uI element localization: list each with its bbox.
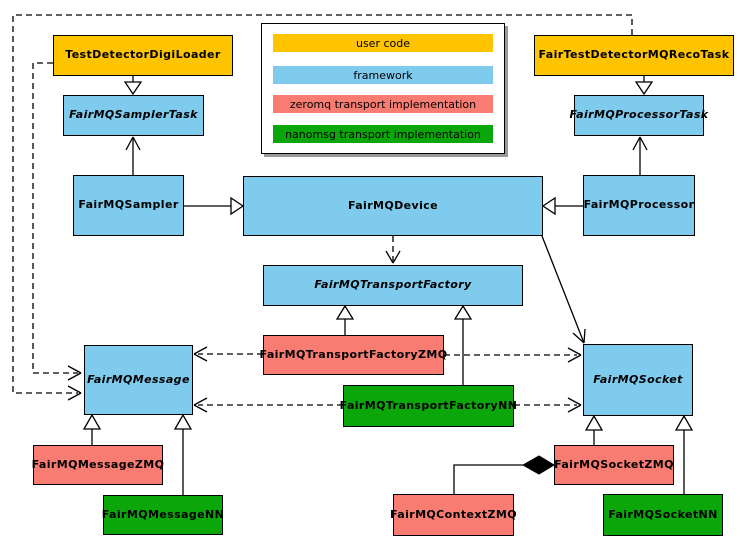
legend-label: zeromq transport implementation — [289, 97, 477, 111]
node-label: FairMQProcessorTask — [569, 108, 709, 122]
edge-inherit-messagezmq-message — [82, 413, 102, 445]
node-fairmqsocketzmq: FairMQSocketZMQ — [554, 445, 674, 485]
node-label: FairMQTransportFactoryZMQ — [259, 347, 448, 361]
node-fairmqdevice: FairMQDevice — [243, 176, 543, 236]
edge-inherit-messagenn-message — [173, 413, 193, 495]
edge-assoc-processor-processortask — [632, 136, 648, 175]
edge-dep-factoryzmq-message — [193, 346, 263, 362]
node-fairmqmessagenn: FairMQMessageNN — [101, 495, 225, 535]
node-label: FairMQTransportFactoryNN — [339, 398, 518, 412]
node-label: FairMQProcessor — [583, 198, 695, 212]
edge-inherit-processor-device — [541, 196, 583, 216]
node-label: FairMQMessageNN — [101, 507, 225, 521]
node-label: FairMQSocketNN — [608, 507, 718, 521]
node-fairtestdetectormqrecotask: FairTestDetectorMQRecoTask — [534, 35, 734, 76]
node-fairmqprocessortask: FairMQProcessorTask — [570, 95, 708, 136]
node-fairmqtransportfactorynn: FairMQTransportFactoryNN — [340, 385, 517, 427]
node-fairmqsocketnn: FairMQSocketNN — [603, 494, 723, 536]
node-fairmqtransportfactory: FairMQTransportFactory — [263, 265, 523, 306]
edge-dep-device-factory — [385, 236, 401, 264]
node-label: FairMQSocketZMQ — [554, 457, 674, 471]
edge-inherit-factoryzmq-factory — [335, 304, 355, 335]
legend-item-user-code: user code — [273, 34, 493, 52]
node-label: FairMQSampler — [78, 198, 179, 212]
node-label: FairMQMessageZMQ — [31, 457, 165, 471]
edge-inherit-factorynn-factory — [453, 304, 473, 385]
node-fairmqcontextzmq: FairMQContextZMQ — [390, 494, 517, 536]
edge-comp-contextzmq-socketzmq — [453, 455, 555, 494]
node-label: FairMQDevice — [347, 198, 439, 212]
node-fairmqtransportfactoryzmq: FairMQTransportFactoryZMQ — [260, 335, 447, 375]
node-fairmqsamplertask: FairMQSamplerTask — [63, 95, 204, 136]
edge-inherit-sampler-device — [184, 196, 245, 216]
node-fairmqmessagezmq: FairMQMessageZMQ — [31, 445, 165, 485]
node-label: FairMQTransportFactory — [314, 278, 472, 292]
node-label: FairMQContextZMQ — [390, 507, 517, 521]
node-fairmqmessage: FairMQMessage — [84, 345, 193, 415]
node-fairmqprocessor: FairMQProcessor — [583, 175, 695, 236]
edge-inherit-socketzmq-socket — [584, 414, 604, 445]
edge-inherit-recotask-processortask — [634, 76, 654, 96]
edge-dep-factorynn-message — [193, 397, 343, 413]
edge-dep-factoryzmq-socket — [444, 347, 582, 363]
legend-item-framework: framework — [273, 66, 493, 84]
node-testdetectordigiloader: TestDetectorDigiLoader — [53, 35, 233, 76]
node-label: TestDetectorDigiLoader — [65, 48, 221, 62]
legend-label: nanomsg transport implementation — [285, 127, 481, 141]
node-fairmqsocket: FairMQSocket — [583, 344, 693, 416]
legend-label: framework — [353, 68, 413, 82]
legend-item-nanomsg: nanomsg transport implementation — [273, 125, 493, 143]
node-fairmqsampler: FairMQSampler — [73, 175, 184, 236]
legend: user code framework zeromq transport imp… — [261, 23, 505, 154]
legend-item-zeromq: zeromq transport implementation — [273, 95, 493, 113]
node-label: FairMQMessage — [87, 372, 190, 386]
node-label: FairMQSamplerTask — [69, 108, 198, 122]
node-label: FairMQSocket — [593, 372, 683, 386]
node-label: FairTestDetectorMQRecoTask — [538, 48, 730, 62]
edge-inherit-digiloader-samplertask — [123, 76, 143, 96]
edge-inherit-socketnn-socket — [674, 414, 694, 494]
edge-assoc-sampler-samplertask — [125, 136, 141, 175]
edge-assoc-device-socket — [541, 235, 586, 344]
edge-dep-factorynn-socket — [514, 397, 582, 413]
legend-label: user code — [355, 36, 411, 50]
